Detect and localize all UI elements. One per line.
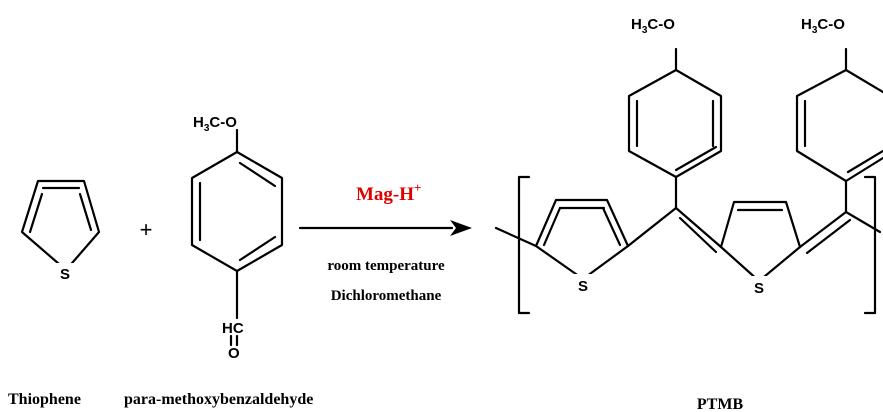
aldehyde-carbonyl-oxygen: O bbox=[228, 345, 240, 362]
thiophene-sulfur: S bbox=[60, 266, 70, 283]
reaction-arrow bbox=[298, 220, 472, 236]
product-methoxy-1: H3C-O bbox=[631, 16, 675, 36]
condition-solvent: Dichloromethane bbox=[331, 288, 442, 304]
aldehyde-carbonyl-carbon: HC bbox=[222, 320, 244, 337]
product-methoxy-2: H3C-O bbox=[801, 16, 845, 36]
reagent-label: Mag-H+ bbox=[356, 180, 421, 205]
aldehyde-methoxy-group: H3C-O bbox=[193, 114, 237, 134]
left-bracket bbox=[517, 175, 531, 315]
polymer-structure: S S bbox=[494, 47, 883, 315]
product-label: PTMB bbox=[697, 396, 744, 412]
thiophene-label: Thiophene bbox=[8, 391, 81, 408]
condition-temperature: room temperature bbox=[327, 258, 445, 274]
thiophene-structure: S bbox=[20, 179, 101, 283]
aldehyde-structure: H3C-O HC O bbox=[190, 114, 284, 362]
plus-sign: + bbox=[140, 217, 153, 242]
product-sulfur-2: S bbox=[754, 280, 764, 297]
aldehyde-label: para-methoxybenzaldehyde bbox=[124, 391, 313, 408]
right-bracket bbox=[863, 175, 877, 315]
product-sulfur-1: S bbox=[578, 278, 588, 295]
